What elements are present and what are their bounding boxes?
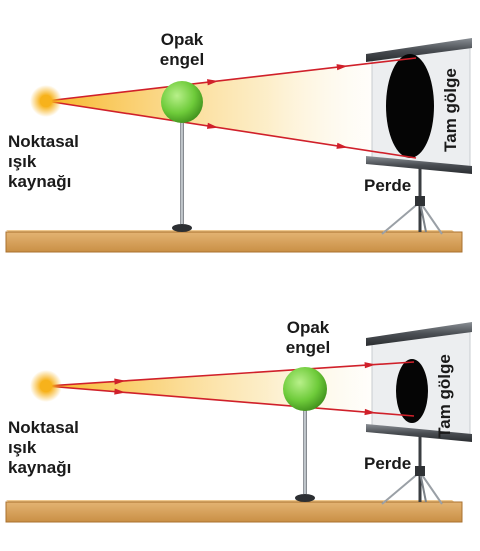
light-ray-upper-1 bbox=[45, 57, 417, 102]
tripod-leg-center-1 bbox=[419, 201, 427, 233]
ray-arrow-upper-2-1 bbox=[336, 64, 348, 71]
ray-arrow-lower-2-1 bbox=[336, 142, 348, 149]
source-label-2-line1: Noktasal bbox=[8, 418, 79, 437]
source-label-2-line2: ışık bbox=[8, 438, 37, 457]
obstacle-label-2-line1: Opak bbox=[286, 318, 330, 337]
screen-label-1: Perde bbox=[364, 176, 412, 195]
ray-arrow-upper-2-2 bbox=[364, 362, 376, 369]
ray-arrow-lower-2-2 bbox=[364, 408, 376, 416]
ray-arrow-upper-1-2 bbox=[114, 378, 126, 385]
obstacle-stand-2 bbox=[303, 409, 307, 494]
source-label-2-line3: kaynağı bbox=[8, 458, 72, 477]
shadow-label-2: Tam gölge bbox=[435, 354, 454, 438]
light-ray-lower-2 bbox=[45, 385, 415, 417]
tripod-leg-right-1 bbox=[419, 201, 443, 235]
point-light-source-1 bbox=[40, 95, 52, 107]
screen-roller-bottom-1 bbox=[366, 156, 472, 174]
full-shadow-2 bbox=[396, 359, 428, 423]
screen-roller-top-2 bbox=[366, 322, 472, 346]
obstacle-label-2: Opak engel bbox=[276, 318, 340, 358]
screen-roller-bottom-2 bbox=[366, 424, 472, 442]
light-beam-2 bbox=[46, 362, 414, 416]
obstacle-label-2-line2: engel bbox=[285, 338, 331, 357]
tripod-leg-right-2 bbox=[419, 471, 443, 505]
obstacle-base-1 bbox=[172, 224, 192, 232]
obstacle-label-1: Opak engel bbox=[150, 30, 214, 70]
source-label-1-line3: kaynağı bbox=[8, 172, 72, 191]
ray-arrow-upper-1-1 bbox=[207, 79, 219, 86]
point-light-source-2 bbox=[40, 380, 52, 392]
obstacle-base-2 bbox=[295, 494, 315, 502]
tripod-clamp-1 bbox=[415, 196, 425, 206]
table-2 bbox=[5, 501, 463, 523]
shadow-label-1: Tam gölge bbox=[441, 68, 460, 152]
ray-arrow-lower-1-2 bbox=[114, 388, 126, 395]
full-shadow-1 bbox=[386, 54, 434, 158]
light-beam-1 bbox=[46, 58, 416, 158]
source-label-1-line1: Noktasal bbox=[8, 132, 79, 151]
light-ray-lower-1 bbox=[45, 100, 417, 159]
obstacle-label-1-line2: engel bbox=[159, 50, 205, 69]
opaque-obstacle-2 bbox=[283, 367, 327, 411]
screen-label-2: Perde bbox=[364, 454, 412, 473]
source-label-1-line2: ışık bbox=[8, 152, 37, 171]
opaque-obstacle-1 bbox=[161, 81, 203, 123]
source-label-1: Noktasal ışık kaynağı bbox=[8, 132, 79, 192]
tripod-leg-left-1 bbox=[381, 201, 421, 235]
obstacle-stand-1 bbox=[180, 121, 184, 224]
tripod-leg-left-2 bbox=[381, 471, 421, 505]
obstacle-label-1-line1: Opak bbox=[160, 30, 204, 49]
tripod-leg-center-2 bbox=[419, 471, 427, 503]
screen-roller-top-1 bbox=[366, 38, 472, 62]
table-1 bbox=[5, 231, 463, 253]
ray-arrow-lower-1-1 bbox=[206, 122, 219, 129]
light-ray-upper-2 bbox=[45, 361, 415, 387]
source-label-2: Noktasal ışık kaynağı bbox=[8, 418, 79, 478]
tripod-clamp-2 bbox=[415, 466, 425, 476]
